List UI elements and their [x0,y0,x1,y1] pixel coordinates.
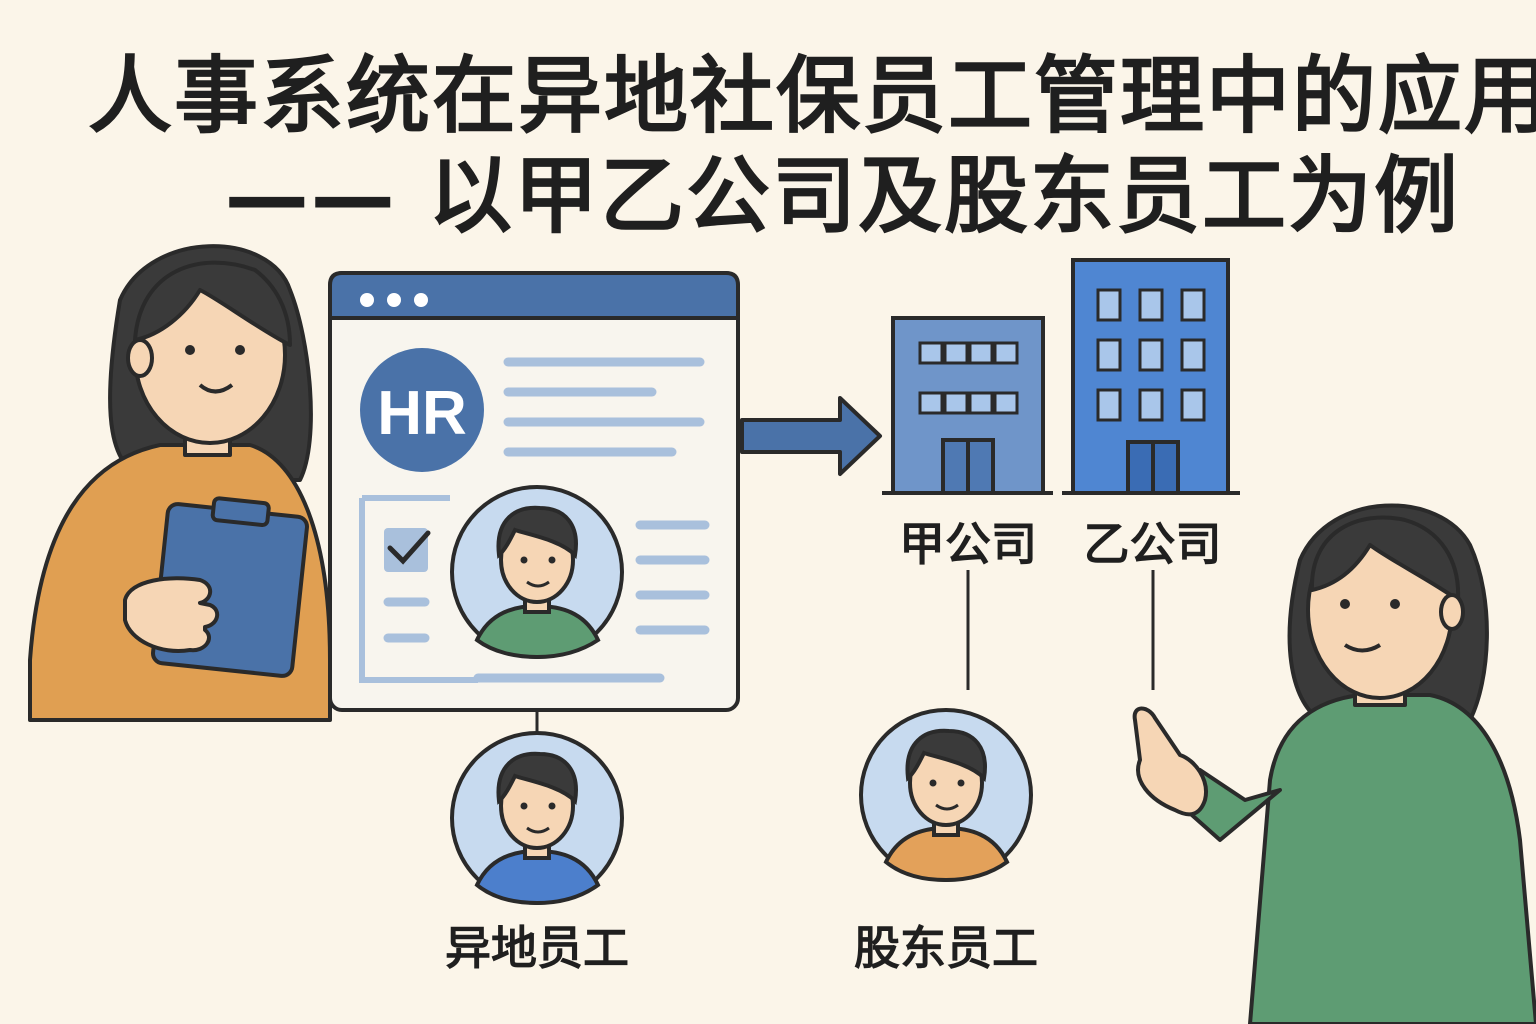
record-panel [359,495,478,683]
window-text-lines [383,357,710,683]
hr-woman-mouth [198,383,234,394]
title-line-2: —— 以甲乙公司及股东员工为例 [224,147,1460,245]
hr-woman-hand [123,576,220,653]
checkbox-checked [384,528,428,572]
clipboard-clip [210,496,271,528]
presenter-body [1248,693,1536,1024]
presenter-eye-left [1340,599,1350,609]
remote-employee-avatar [450,731,624,906]
hr-badge-text: HR [377,379,467,448]
hr-woman-figure [28,244,332,722]
window-employee-avatar [450,485,624,660]
presenter-eye-right [1390,599,1400,609]
shareholder-employee-avatar [859,708,1033,883]
presenter-mouth [1343,643,1382,653]
presenter-woman-figure [1132,503,1536,1024]
check-icon [387,530,431,565]
company-jia-building [882,316,1053,495]
hr-woman-eye-left [185,345,195,355]
window-dot-3 [414,293,428,307]
window-dot-1 [360,293,374,307]
hr-woman-bangs [133,260,292,347]
page-title: 人事系统在异地社保员工管理中的应用 —— 以甲乙公司及股东员工为例 [88,46,1536,246]
window-titlebar [328,271,740,320]
arrow-to-companies [740,396,882,476]
shareholder-employee-label: 股东员工 [854,921,1038,975]
hr-woman-ear [126,338,154,378]
presenter-pointing-hand [1132,706,1208,817]
hr-woman-eye-right [235,345,245,355]
company-yi-label: 乙公司 [1083,517,1222,571]
company-jia-label: 甲公司 [899,517,1037,571]
window-dot-2 [387,293,401,307]
remote-employee-label: 异地员工 [445,921,629,975]
title-line-1: 人事系统在异地社保员工管理中的应用 [88,47,1536,145]
presenter-bangs [1309,515,1461,602]
presenter-ear [1439,593,1465,631]
company-yi-building [1062,258,1240,495]
hr-badge [360,348,484,472]
hr-system-window: HR [328,271,740,712]
